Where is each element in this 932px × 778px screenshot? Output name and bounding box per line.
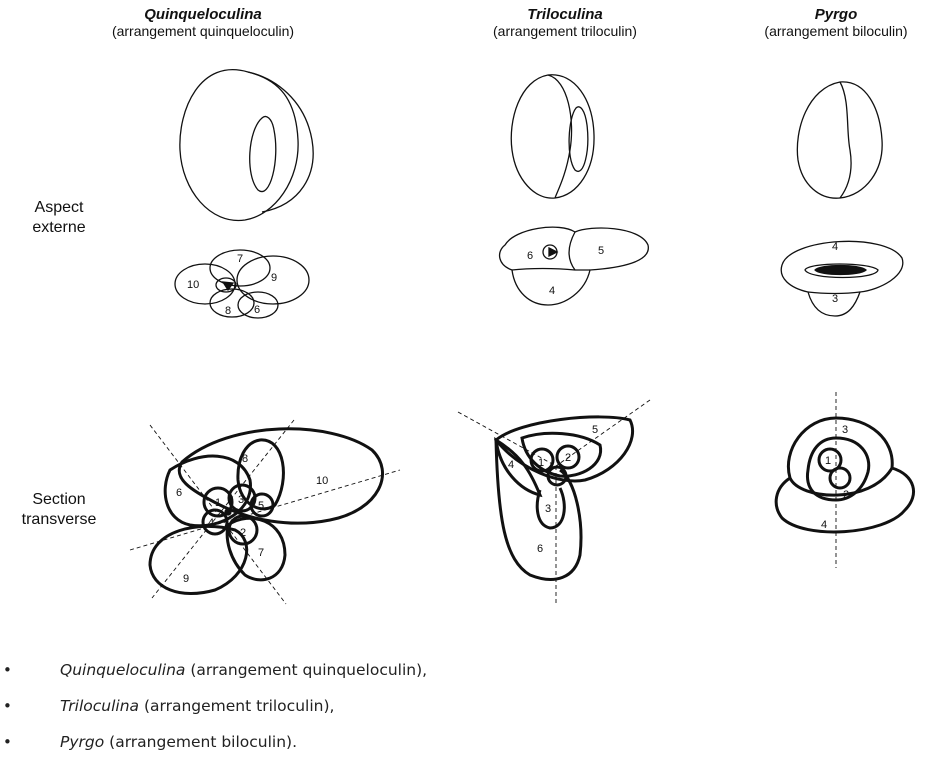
- quinqueloculina-side-view: [180, 70, 313, 221]
- bullet: •: [3, 660, 12, 680]
- chamber-label: 5: [258, 500, 264, 512]
- bullet: •: [3, 732, 12, 752]
- chamber-label: 4: [549, 285, 555, 297]
- genus-name: Pyrgo: [60, 733, 104, 751]
- pyrgo-section: 3 1 2 4: [776, 392, 913, 568]
- list-item: • Pyrgo (arrangement biloculin).: [60, 732, 427, 768]
- genus-name: Triloculina: [60, 697, 139, 715]
- list-item: • Quinqueloculina (arrangement quinquelo…: [60, 660, 427, 696]
- chamber-label: 4: [832, 241, 838, 253]
- genus-name: Quinqueloculina: [60, 661, 185, 679]
- chamber-label: 1: [215, 497, 221, 509]
- chamber-label: 5: [592, 424, 598, 436]
- quinqueloculina-apertural-view: 7 10 9 8 6: [175, 250, 309, 318]
- arrangement-text: (arrangement quinqueloculin),: [185, 661, 427, 679]
- chamber-label: 10: [187, 279, 199, 291]
- chamber-label: 2: [565, 452, 571, 464]
- chamber-label: 10: [316, 475, 328, 487]
- pyrgo-side-view: [797, 82, 882, 198]
- quinqueloculina-section: 8 10 6 1 3 5 2 4 7 9: [130, 420, 400, 604]
- chamber-label: 7: [237, 253, 243, 265]
- chamber-label: 6: [254, 304, 260, 316]
- chamber-label: 4: [208, 517, 214, 529]
- chamber-label: 2: [240, 527, 246, 539]
- chamber-label: 6: [176, 487, 182, 499]
- chamber-label: 9: [183, 573, 189, 585]
- chamber-label: 8: [242, 453, 248, 465]
- chamber-label: 4: [821, 519, 827, 531]
- bullet: •: [3, 696, 12, 716]
- chamber-label: 3: [832, 293, 838, 305]
- chamber-label: 4: [508, 459, 514, 471]
- chamber-label: 6: [527, 250, 533, 262]
- genus-list: • Quinqueloculina (arrangement quinquelo…: [0, 660, 427, 768]
- chamber-label: 3: [842, 424, 848, 436]
- chamber-label: 7: [258, 547, 264, 559]
- chamber-label: 9: [271, 272, 277, 284]
- foraminifera-figure: Quinqueloculina (arrangement quinquelocu…: [0, 0, 932, 620]
- triloculina-side-view: [511, 75, 594, 198]
- chamber-label: 5: [598, 245, 604, 257]
- arrangement-text: (arrangement triloculin),: [139, 697, 334, 715]
- arrangement-text: (arrangement biloculin).: [104, 733, 297, 751]
- diagram-drawing: 7 10 9 8 6: [0, 0, 932, 620]
- pyrgo-apertural-view: 4 3: [781, 241, 903, 316]
- chamber-label: 1: [538, 457, 544, 469]
- chamber-label: 3: [238, 494, 244, 506]
- chamber-label: 6: [537, 543, 543, 555]
- chamber-label: 3: [545, 503, 551, 515]
- chamber-label: 1: [825, 455, 831, 467]
- triloculina-section: 5 4 1 2 3 6: [458, 400, 650, 604]
- triloculina-apertural-view: 6 5 4: [500, 227, 649, 305]
- list-item: • Triloculina (arrangement triloculin),: [60, 696, 427, 732]
- chamber-label: 2: [843, 489, 849, 501]
- chamber-label: 8: [225, 305, 231, 317]
